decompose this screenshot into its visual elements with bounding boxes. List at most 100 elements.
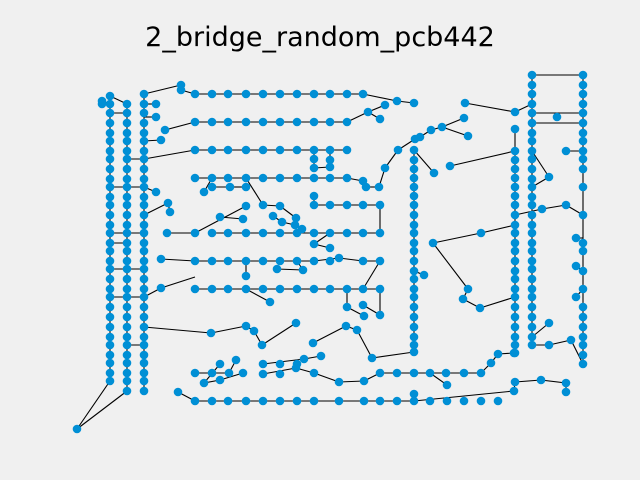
graph-node: [139, 274, 149, 284]
graph-node: [510, 348, 520, 358]
graph-node: [241, 145, 251, 155]
graph-node: [375, 368, 385, 378]
graph-node: [215, 212, 225, 222]
graph-node: [342, 228, 352, 238]
graph-node: [162, 228, 172, 238]
graph-node: [409, 274, 419, 284]
graph-node: [578, 302, 588, 312]
graph-node: [122, 332, 132, 342]
graph-node: [139, 136, 149, 146]
graph-node: [207, 396, 217, 406]
graph-node: [105, 264, 115, 274]
graph-node: [268, 211, 278, 221]
graph-node: [122, 386, 132, 396]
graph-node: [122, 182, 132, 192]
graph-node: [190, 228, 200, 238]
graph-node: [309, 396, 319, 406]
graph-edge: [313, 372, 340, 383]
graph-node: [510, 191, 520, 201]
graph-node: [459, 368, 469, 378]
graph-node: [527, 332, 537, 342]
graph-node: [442, 396, 452, 406]
graph-node: [527, 118, 537, 128]
graph-node: [510, 322, 520, 332]
graph-node: [105, 91, 115, 101]
graph-node: [510, 266, 520, 276]
graph-node: [275, 173, 285, 183]
graph-node: [139, 368, 149, 378]
graph-node: [176, 85, 186, 95]
graph-node: [510, 340, 520, 350]
graph-node: [409, 173, 419, 183]
graph-node: [105, 182, 115, 192]
graph-node: [316, 351, 326, 361]
graph-node: [122, 99, 132, 109]
graph-node: [578, 266, 588, 276]
graph-node: [190, 145, 200, 155]
graph-node: [207, 228, 217, 238]
graph-node: [238, 368, 248, 378]
graph-node: [139, 350, 149, 360]
graph-node: [426, 125, 436, 135]
graph-node: [561, 378, 571, 388]
graph-node: [122, 376, 132, 386]
graph-node: [139, 108, 149, 118]
graph-node: [527, 256, 537, 266]
graph-node: [380, 163, 390, 173]
graph-node: [359, 376, 369, 386]
graph-node: [105, 228, 115, 238]
graph-node: [105, 332, 115, 342]
graph-node: [231, 355, 241, 365]
graph-node: [258, 284, 268, 294]
graph-node: [291, 318, 301, 328]
graph-node: [571, 233, 581, 243]
graph-node: [139, 146, 149, 156]
graph-node: [578, 312, 588, 322]
graph-node: [510, 200, 520, 210]
graph-edge: [160, 276, 196, 289]
graph-node: [341, 321, 351, 331]
graph-node: [375, 114, 385, 124]
graph-node: [578, 350, 588, 360]
graph-node: [510, 220, 520, 230]
graph-node: [510, 256, 520, 266]
graph-node: [334, 253, 344, 263]
graph-node: [105, 154, 115, 164]
graph-node: [571, 261, 581, 271]
graph-node: [122, 302, 132, 312]
graph-node: [527, 210, 537, 220]
graph-node: [409, 340, 419, 350]
graph-node: [207, 182, 217, 192]
graph-node: [459, 113, 469, 123]
graph-node: [510, 238, 520, 248]
graph-node: [325, 243, 335, 253]
graph-node: [258, 117, 268, 127]
graph-node: [105, 284, 115, 294]
graph-node: [527, 70, 537, 80]
graph-node: [510, 332, 520, 342]
graph-node: [325, 155, 335, 165]
graph-node: [257, 340, 267, 350]
graph-node: [241, 89, 251, 99]
graph-node: [139, 164, 149, 174]
graph-node: [105, 200, 115, 210]
graph-node: [527, 274, 537, 284]
graph-node: [275, 228, 285, 238]
graph-edge: [160, 258, 196, 262]
graph-node: [105, 220, 115, 230]
graph-node: [578, 108, 588, 118]
graph-node: [359, 396, 369, 406]
graph-edge: [480, 224, 516, 234]
graph-node: [342, 117, 352, 127]
graph-node: [122, 128, 132, 138]
graph-node: [309, 239, 319, 249]
graph-edge: [143, 84, 182, 95]
graph-node: [578, 284, 588, 294]
graph-node: [409, 347, 419, 357]
graph-node: [223, 256, 233, 266]
graph-node: [527, 136, 537, 146]
graph-node: [578, 238, 588, 248]
graph-node: [375, 256, 385, 266]
graph-edge: [76, 390, 128, 430]
graph-node: [241, 173, 251, 183]
